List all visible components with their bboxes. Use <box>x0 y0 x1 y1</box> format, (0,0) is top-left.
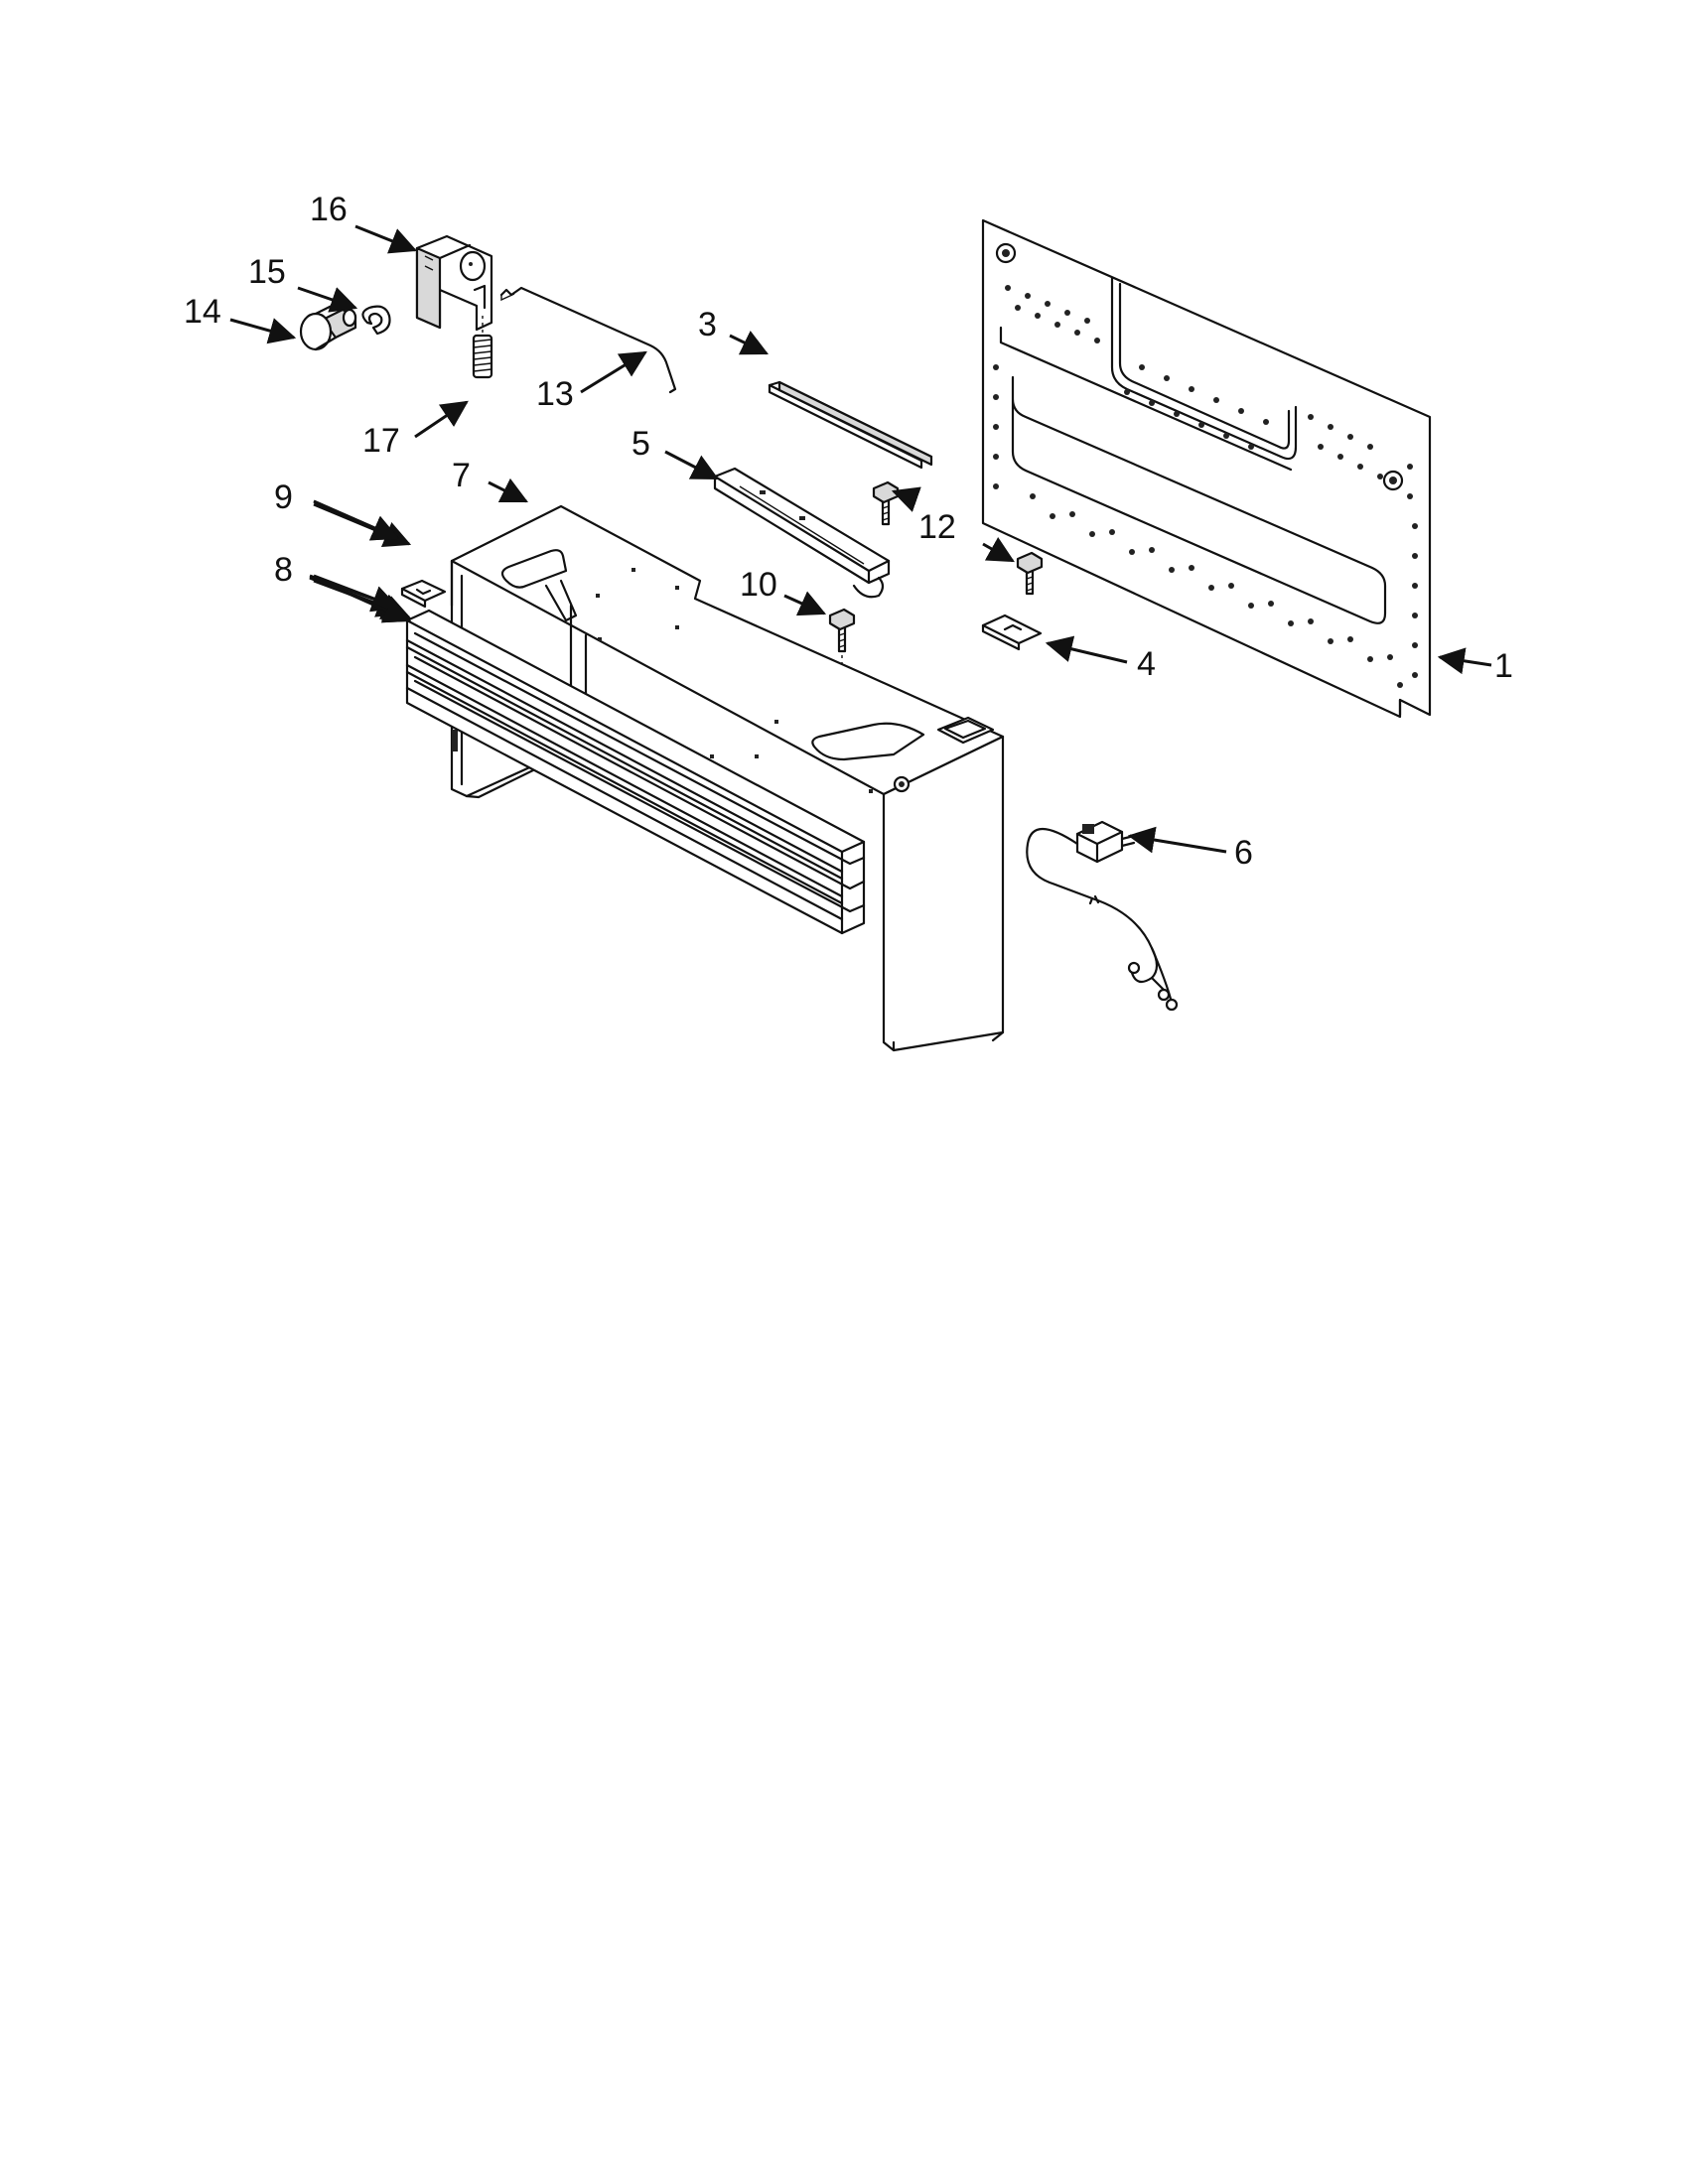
callout-label-13: 13 <box>536 375 574 413</box>
callout-label-5: 5 <box>632 425 650 463</box>
callout-label-6: 6 <box>1234 834 1253 872</box>
perforation-pattern <box>993 285 1418 688</box>
part-9-bracket <box>400 579 447 609</box>
callout-label-1: 1 <box>1494 647 1513 685</box>
part-10-screw <box>828 608 856 675</box>
part-4-clip <box>981 614 1043 651</box>
part-13-rod <box>499 286 677 394</box>
part-5-channel-bracket <box>713 467 891 599</box>
part-8-vent-grille <box>405 609 866 935</box>
callout-label-17: 17 <box>362 422 400 460</box>
part-14-push-button <box>299 302 357 351</box>
callout-arrows <box>229 224 1492 854</box>
callout-label-16: 16 <box>310 191 348 228</box>
part-1-mounting-plate <box>981 218 1432 719</box>
part-15-retaining-clip <box>361 305 391 336</box>
part-3-trim-strip <box>768 380 933 470</box>
callout-label-8: 8 <box>274 551 293 589</box>
callout-label-3: 3 <box>698 306 717 343</box>
part-6-switch-harness <box>1026 820 1179 1012</box>
callout-label-7: 7 <box>452 457 471 494</box>
callout-labels: 1 3 4 5 6 7 8 9 10 12 13 14 15 16 17 <box>184 191 1513 872</box>
part-16-hinge-bracket <box>415 234 493 332</box>
callout-label-12: 12 <box>918 508 956 546</box>
part-12-screw-b <box>1016 551 1044 596</box>
callout-label-15: 15 <box>248 253 286 291</box>
part-12-screw-a <box>872 480 900 526</box>
callout-label-14: 14 <box>184 293 221 331</box>
callout-label-10: 10 <box>740 566 777 604</box>
callout-label-9: 9 <box>274 478 293 516</box>
part-17-spring <box>472 316 493 379</box>
callout-label-4: 4 <box>1137 645 1156 683</box>
